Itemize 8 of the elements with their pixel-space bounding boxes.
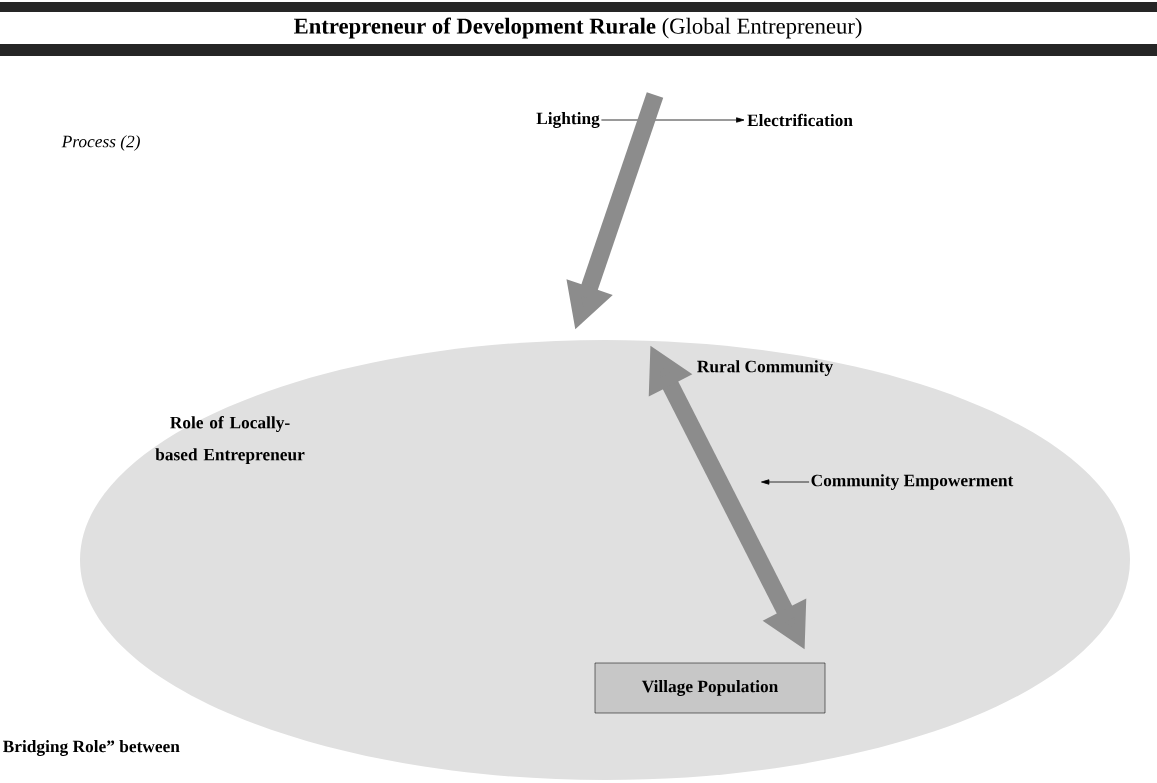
text-label: Community Empowerment xyxy=(811,474,1014,490)
process-box: Village Population xyxy=(594,662,826,714)
caption-text: Process (2) xyxy=(61,135,140,151)
title-banner: Entrepreneur of Development Rurale (Global Entrepreneur) xyxy=(0,2,1157,56)
text-label: Electrification xyxy=(747,113,853,127)
arrow xyxy=(761,479,810,485)
note-text: Bridging Role” between xyxy=(3,740,180,756)
text-label: Lighting xyxy=(536,112,600,128)
